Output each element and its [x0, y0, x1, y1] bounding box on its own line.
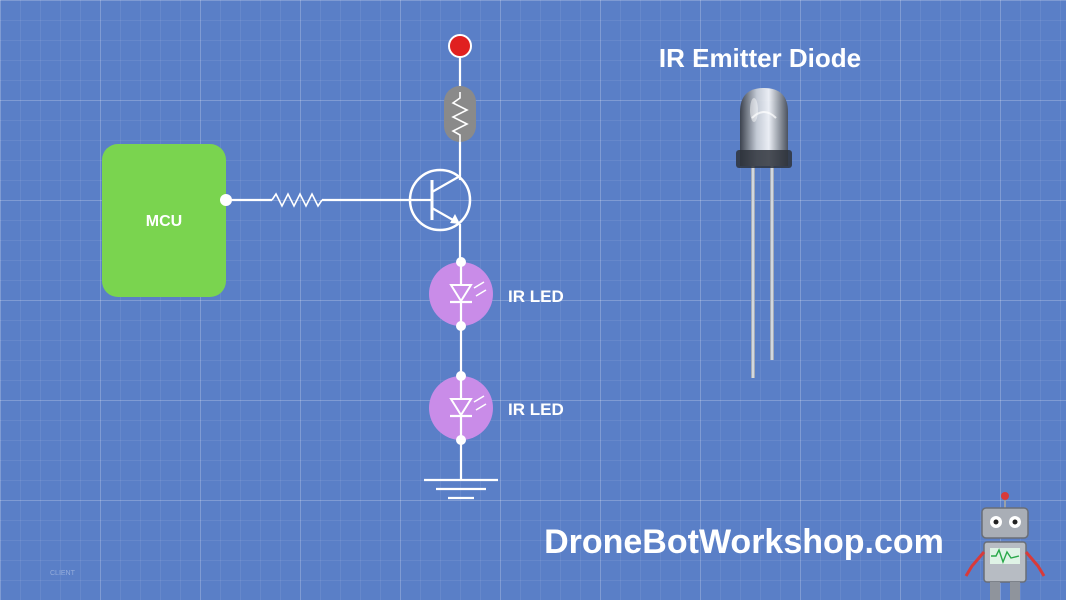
- mcu-box: [102, 144, 226, 297]
- mcu-label: MCU: [146, 213, 182, 230]
- mcu-block: MCU: [102, 144, 232, 297]
- ir-emitter-diode-icon: [736, 88, 792, 378]
- ir-led-icon: [429, 376, 493, 440]
- power-supply: [444, 34, 476, 180]
- led-label-1: IR LED: [508, 287, 564, 306]
- ir-led-1: IR LED: [429, 257, 564, 331]
- npn-transistor-icon: [408, 168, 472, 262]
- power-supply-dot-icon: [448, 34, 472, 58]
- ir-led-icon: [429, 262, 493, 326]
- diode-title: IR Emitter Diode: [659, 43, 861, 73]
- ir-led-2: IR LED: [429, 371, 564, 445]
- led-label-2: IR LED: [508, 400, 564, 419]
- robot-mascot-icon: [964, 492, 1046, 600]
- base-wire: [226, 192, 418, 208]
- brand-text: DroneBotWorkshop.com: [544, 523, 944, 561]
- ground-icon: [424, 440, 498, 500]
- watermark-text: CLIENT: [50, 570, 76, 577]
- base-resistor-icon: [271, 192, 323, 208]
